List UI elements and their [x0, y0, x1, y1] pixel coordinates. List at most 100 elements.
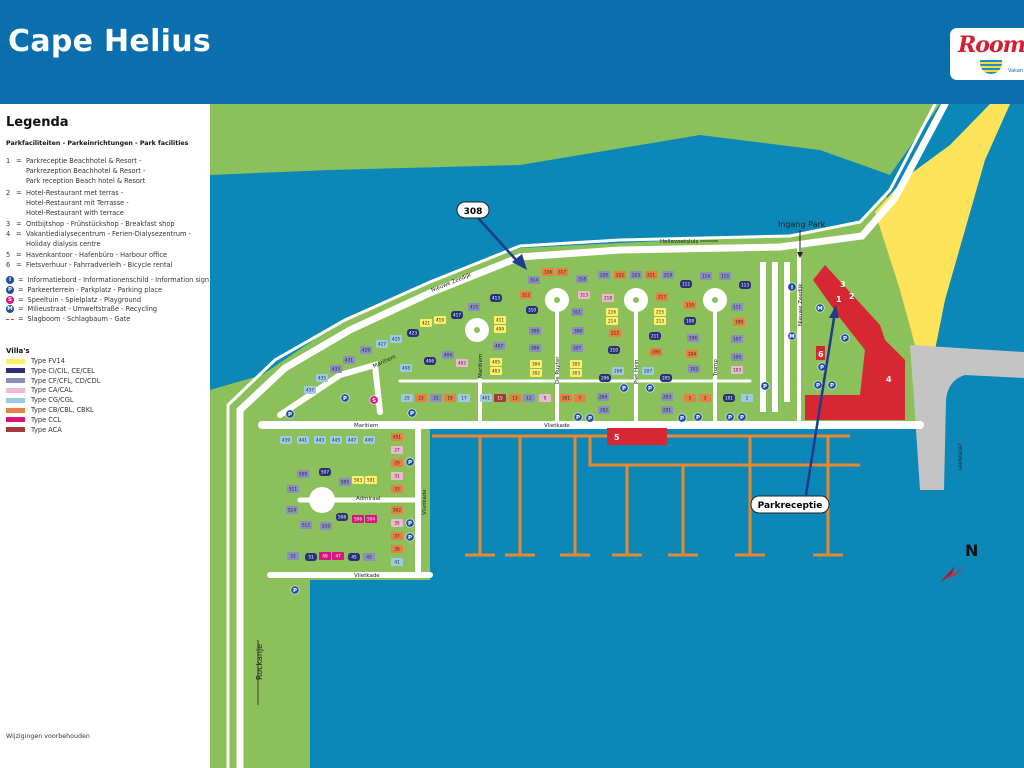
villa-504[interactable]: 504: [365, 515, 377, 523]
villa-208[interactable]: 208: [612, 367, 624, 375]
parking-icon[interactable]: P: [725, 412, 735, 422]
villa-508[interactable]: 508: [336, 513, 348, 521]
villa-21[interactable]: 21: [430, 394, 442, 402]
playground-icon[interactable]: S: [369, 395, 379, 405]
villa-223[interactable]: 223: [630, 271, 642, 279]
villa-318[interactable]: 318: [576, 275, 588, 283]
villa-441[interactable]: 441: [297, 436, 309, 444]
villa-220[interactable]: 220: [598, 271, 610, 279]
reception-callout[interactable]: Parkreceptie: [750, 305, 839, 514]
info-icon[interactable]: I: [787, 282, 797, 292]
parking-icon[interactable]: P: [693, 412, 703, 422]
villa-447[interactable]: 447: [346, 436, 358, 444]
villa-217[interactable]: 217: [656, 293, 668, 301]
villa-107[interactable]: 107: [731, 335, 743, 343]
villa-411[interactable]: 411: [494, 316, 506, 324]
villa-111[interactable]: 111: [731, 303, 743, 311]
villa-35[interactable]: 35: [391, 519, 403, 527]
villa-105[interactable]: 105: [731, 353, 743, 361]
parking-icon[interactable]: P: [760, 381, 770, 391]
villa-308[interactable]: 308: [529, 327, 541, 335]
villa-222[interactable]: 222: [614, 271, 626, 279]
villa-421[interactable]: 421: [420, 319, 432, 327]
villa-312[interactable]: 312: [520, 291, 532, 299]
villa-206[interactable]: 206: [599, 374, 611, 382]
villa-213[interactable]: 213: [654, 317, 666, 325]
villa-212[interactable]: 212: [609, 329, 621, 337]
parking-icon[interactable]: P: [290, 585, 300, 595]
parking-icon[interactable]: P: [405, 457, 415, 467]
villa-311[interactable]: 311: [571, 308, 583, 316]
villa-205[interactable]: 205: [660, 374, 672, 382]
villa-512[interactable]: 512: [300, 521, 312, 529]
villa-115[interactable]: 115: [719, 272, 731, 280]
villa-427[interactable]: 427: [376, 340, 388, 348]
villa-53[interactable]: 53: [287, 552, 299, 560]
villa-39[interactable]: 39: [391, 545, 403, 553]
villa-314[interactable]: 314: [528, 276, 540, 284]
villa-510[interactable]: 510: [320, 522, 332, 530]
villa-406[interactable]: 406: [424, 357, 436, 365]
villa-425[interactable]: 425: [390, 335, 402, 343]
villa-303[interactable]: 303: [570, 369, 582, 377]
villa-317[interactable]: 317: [556, 268, 568, 276]
villa-45[interactable]: 45: [348, 553, 360, 561]
villa-215[interactable]: 215: [654, 308, 666, 316]
villa-419[interactable]: 419: [434, 316, 446, 324]
villa-27[interactable]: 27: [391, 446, 403, 454]
villa-433[interactable]: 433: [330, 365, 342, 373]
villa-25[interactable]: 25: [401, 394, 413, 402]
villa-216[interactable]: 216: [606, 308, 618, 316]
villa-5[interactable]: 5: [684, 394, 696, 402]
parking-icon[interactable]: P: [585, 413, 595, 423]
parking-icon[interactable]: P: [285, 409, 295, 419]
villa-49[interactable]: 49: [319, 552, 331, 560]
villa-306[interactable]: 306: [529, 344, 541, 352]
parking-icon[interactable]: P: [619, 383, 629, 393]
parking-icon[interactable]: P: [840, 333, 850, 343]
villa-509[interactable]: 509: [297, 470, 309, 478]
villa-309[interactable]: 309: [572, 327, 584, 335]
parking-icon[interactable]: P: [405, 532, 415, 542]
villa-37[interactable]: 37: [391, 532, 403, 540]
villa-451[interactable]: 451: [391, 433, 403, 441]
villa-41[interactable]: 41: [391, 558, 403, 566]
villa-211[interactable]: 211: [649, 332, 661, 340]
villa-104[interactable]: 104: [686, 350, 698, 358]
facility-1[interactable]: 1: [836, 295, 842, 304]
villa-302[interactable]: 302: [530, 369, 542, 377]
villa-305[interactable]: 305: [570, 360, 582, 368]
villa-402[interactable]: 402: [456, 359, 468, 367]
villa-23[interactable]: 23: [415, 394, 427, 402]
parking-icon[interactable]: P: [737, 412, 747, 422]
villa-201[interactable]: 201: [661, 406, 673, 414]
recycling-icon[interactable]: M: [815, 303, 825, 313]
villa-308-callout[interactable]: 308: [456, 201, 527, 270]
villa-106[interactable]: 106: [687, 334, 699, 342]
recycling-icon[interactable]: M: [787, 331, 797, 341]
villa-435[interactable]: 435: [316, 374, 328, 382]
villa-502[interactable]: 502: [391, 506, 403, 514]
villa-103[interactable]: 103: [731, 366, 743, 374]
parking-icon[interactable]: P: [813, 380, 823, 390]
villa-214[interactable]: 214: [606, 317, 618, 325]
villa-423[interactable]: 423: [407, 329, 419, 337]
parking-icon[interactable]: P: [405, 518, 415, 528]
villa-511[interactable]: 511: [287, 485, 299, 493]
villa-507[interactable]: 507: [319, 468, 331, 476]
villa-316[interactable]: 316: [542, 268, 554, 276]
villa-219[interactable]: 219: [662, 271, 674, 279]
villa-405[interactable]: 405: [490, 358, 502, 366]
facility-5[interactable]: 5: [614, 433, 620, 442]
villa-33[interactable]: 33: [391, 485, 403, 493]
villa-301[interactable]: 301: [560, 394, 572, 402]
parking-icon[interactable]: P: [677, 413, 687, 423]
parking-icon[interactable]: P: [827, 380, 837, 390]
villa-401[interactable]: 401: [480, 394, 492, 402]
villa-501[interactable]: 501: [365, 476, 377, 484]
villa-102[interactable]: 102: [688, 365, 700, 373]
villa-210[interactable]: 210: [608, 346, 620, 354]
villa-503[interactable]: 503: [352, 476, 364, 484]
parking-icon[interactable]: P: [407, 408, 417, 418]
